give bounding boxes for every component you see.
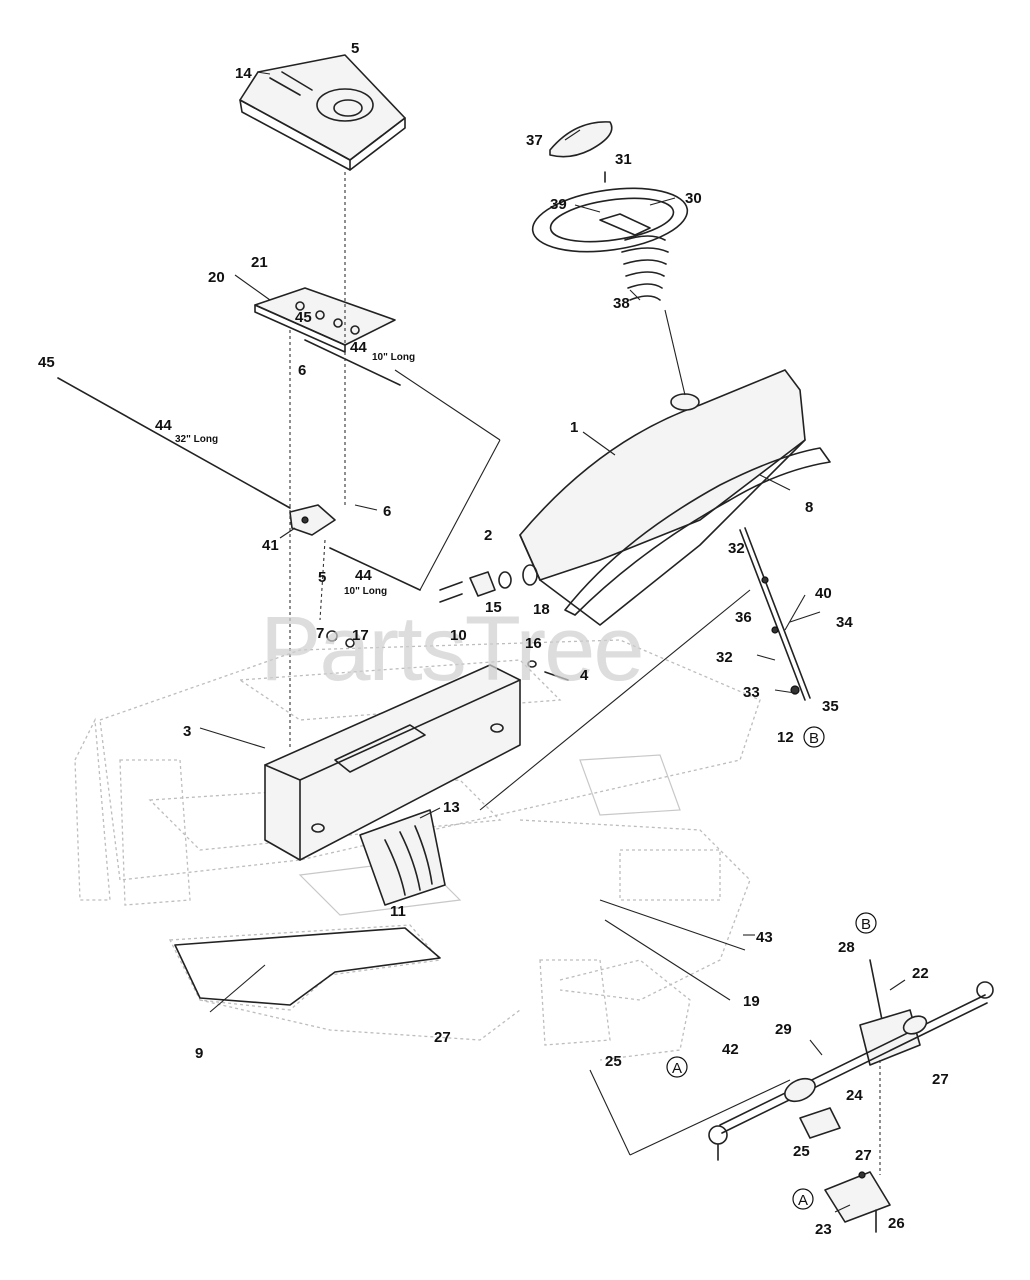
callout-16: 16 xyxy=(525,635,542,652)
callout-37: 37 xyxy=(526,132,543,149)
callout-30: 30 xyxy=(685,190,702,207)
part-24-clamp xyxy=(799,1107,841,1139)
svg-text:B: B xyxy=(861,916,871,933)
callout-45b: 45 xyxy=(38,354,55,371)
callout-26: 26 xyxy=(888,1215,905,1232)
callout-20: 20 xyxy=(208,269,225,286)
part-33-steering-shaft xyxy=(739,527,811,701)
callout-33: 33 xyxy=(743,684,760,701)
note-10in-long-bottom: 10" Long xyxy=(344,586,387,597)
callout-41: 41 xyxy=(262,537,279,554)
callout-35: 35 xyxy=(822,698,839,715)
assembly-dashed-lines xyxy=(289,172,881,1175)
part-41-bracket xyxy=(289,504,336,536)
part-1-dash-cover xyxy=(519,369,806,626)
callout-36: 36 xyxy=(735,609,752,626)
callout-32b: 32 xyxy=(716,649,733,666)
callout-43: 43 xyxy=(756,929,773,946)
callout-5a: 5 xyxy=(351,40,359,57)
callout-29: 29 xyxy=(775,1021,792,1038)
callout-6b: 6 xyxy=(383,503,391,520)
part-9-floor-plate xyxy=(174,927,441,1006)
part-14-console xyxy=(239,54,406,171)
part-37-cap xyxy=(549,121,613,158)
callout-17: 17 xyxy=(352,627,369,644)
svg-text:B: B xyxy=(809,730,819,747)
ref-b-bottom: B xyxy=(855,912,877,934)
callout-18: 18 xyxy=(533,601,550,618)
hardware-cluster xyxy=(326,564,569,681)
ref-a-bottom: A xyxy=(792,1188,814,1210)
note-32in-long: 32" Long xyxy=(175,434,218,445)
callout-25b: 25 xyxy=(793,1143,810,1160)
callout-10: 10 xyxy=(450,627,467,644)
callout-32a: 32 xyxy=(728,540,745,557)
callout-4: 4 xyxy=(580,667,589,684)
callout-22: 22 xyxy=(912,965,929,982)
part-8-trim xyxy=(564,447,831,616)
callout-27c: 27 xyxy=(855,1147,872,1164)
callout-14: 14 xyxy=(235,65,252,82)
part-44-rod-10in-bottom xyxy=(329,547,421,591)
part-22-steering-gear xyxy=(708,959,994,1161)
callout-15: 15 xyxy=(485,599,502,616)
callout-45a: 45 xyxy=(295,309,312,326)
callout-31: 31 xyxy=(615,151,632,168)
callout-27a: 27 xyxy=(434,1029,451,1046)
callout-3: 3 xyxy=(183,723,191,740)
callout-numbers: 1 2 3 4 5 5 6 6 7 8 9 10 11 12 13 14 15 … xyxy=(38,40,949,1238)
callout-44b: 44 xyxy=(155,417,172,434)
callout-34: 34 xyxy=(836,614,853,631)
watermark-text: PartsTree xyxy=(260,598,642,700)
svg-text:A: A xyxy=(798,1192,808,1209)
ref-b-top: B xyxy=(803,726,825,748)
part-44-rod-32in xyxy=(57,377,291,509)
callout-12: 12 xyxy=(777,729,794,746)
ref-a-mid: A xyxy=(666,1056,688,1078)
callout-44a: 44 xyxy=(350,339,367,356)
callout-leaders xyxy=(199,71,906,1213)
callout-6a: 6 xyxy=(298,362,306,379)
callout-28: 28 xyxy=(838,939,855,956)
callout-38: 38 xyxy=(613,295,630,312)
callout-39: 39 xyxy=(550,196,567,213)
svg-text:A: A xyxy=(672,1060,682,1077)
part-23-bracket xyxy=(824,1171,891,1233)
callout-25a: 25 xyxy=(605,1053,622,1070)
tractor-frame-outline xyxy=(74,639,761,1061)
part-38-boot xyxy=(621,235,669,301)
callout-5b: 5 xyxy=(318,569,326,586)
callout-23: 23 xyxy=(815,1221,832,1238)
note-10in-long-top: 10" Long xyxy=(372,352,415,363)
callout-19: 19 xyxy=(743,993,760,1010)
callout-2: 2 xyxy=(484,527,492,544)
callout-9: 9 xyxy=(195,1045,203,1062)
callout-44c: 44 xyxy=(355,567,372,584)
part-13-guide xyxy=(359,809,446,906)
part-30-steering-wheel xyxy=(531,187,689,253)
callout-27b: 27 xyxy=(932,1071,949,1088)
callout-1: 1 xyxy=(570,419,578,436)
callout-8: 8 xyxy=(805,499,813,516)
part-44-rod-10in-top xyxy=(304,339,401,386)
part-20-plate xyxy=(254,287,396,353)
callout-42: 42 xyxy=(722,1041,739,1058)
callout-13: 13 xyxy=(443,799,460,816)
callout-7: 7 xyxy=(316,625,324,642)
part-3-dash-panel xyxy=(264,664,521,861)
callout-21: 21 xyxy=(251,254,268,271)
callout-24: 24 xyxy=(846,1087,863,1104)
callout-11: 11 xyxy=(390,903,406,920)
callout-40: 40 xyxy=(815,585,832,602)
